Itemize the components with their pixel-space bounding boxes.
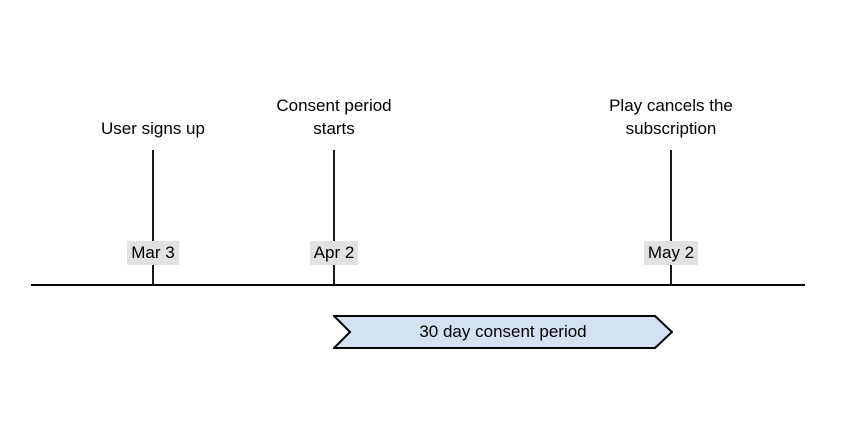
milestone-title: Consent period starts — [276, 96, 392, 138]
milestone-date-wrap: Apr 2 — [194, 241, 474, 265]
consent-period-banner: 30 day consent period — [333, 315, 673, 349]
milestone-stem — [333, 150, 335, 285]
milestone-date-badge: May 2 — [643, 241, 699, 265]
milestone-date-wrap: May 2 — [531, 241, 811, 265]
milestone-stem — [152, 150, 154, 285]
timeline-axis — [31, 284, 805, 286]
milestone-title: Play cancels the subscription — [609, 96, 733, 138]
milestone-date-badge: Mar 3 — [127, 241, 179, 265]
milestone-date-wrap: Mar 3 — [13, 241, 293, 265]
milestone-title: User signs up — [101, 119, 205, 138]
milestone-date-badge: Apr 2 — [309, 241, 359, 265]
chevron-arrow-icon — [333, 315, 673, 349]
milestone-stem — [670, 150, 672, 285]
